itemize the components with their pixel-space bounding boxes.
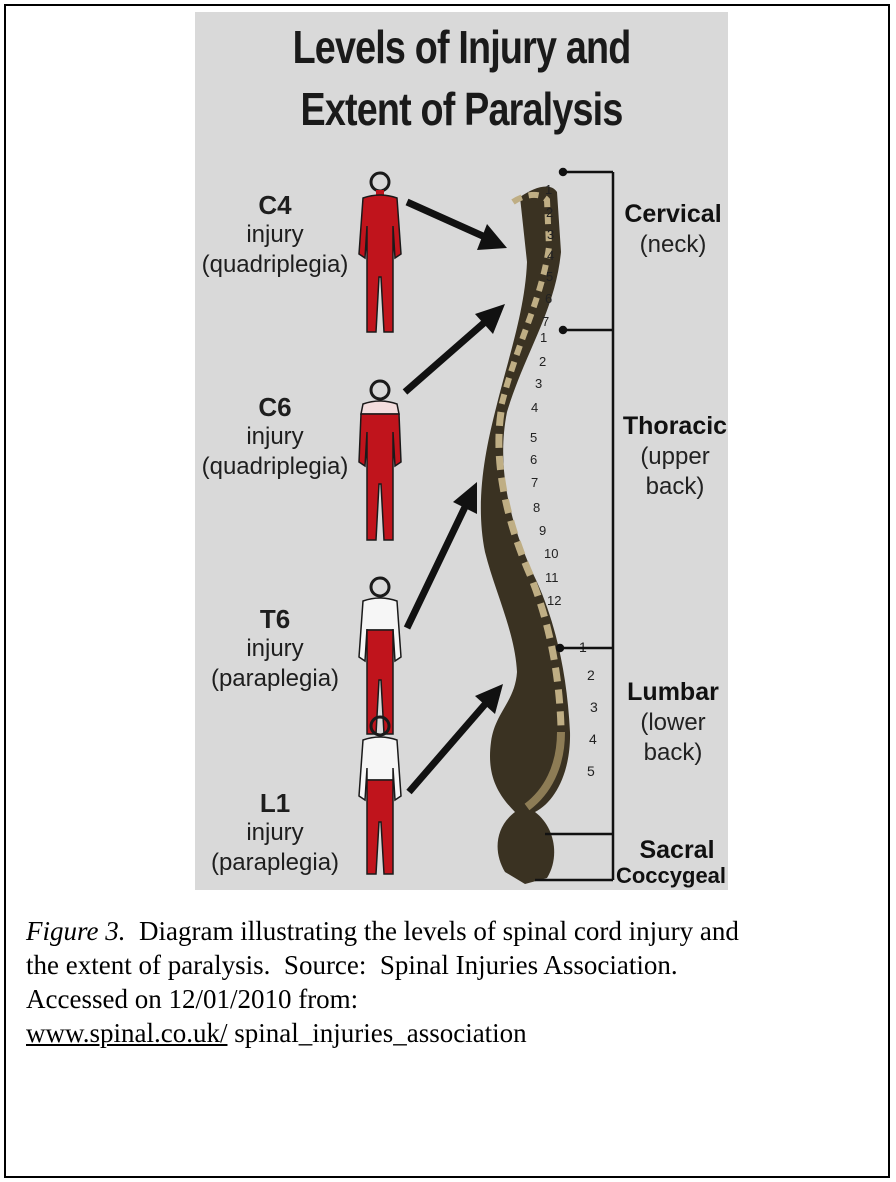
- injury-type: (paraplegia): [195, 848, 355, 878]
- c-num: 2: [546, 205, 553, 220]
- injury-word: injury: [195, 422, 355, 452]
- c-num: 5: [546, 269, 553, 284]
- region-sub-1: (upper: [619, 442, 728, 472]
- injury-type: (quadriplegia): [195, 452, 355, 482]
- figure-frame: Levels of Injury and Extent of Paralysis: [4, 4, 890, 1178]
- caption-line-2: the extent of paralysis. Source: Spinal …: [26, 948, 886, 982]
- diagram-panel: Levels of Injury and Extent of Paralysis: [195, 12, 728, 890]
- t-num: 11: [545, 570, 559, 585]
- arrow-c6: [405, 304, 505, 392]
- region-lumbar: Lumbar (lower back): [619, 676, 727, 768]
- l-num: 4: [589, 731, 597, 747]
- region-coccygeal: Coccygeal: [615, 860, 727, 890]
- region-name: Lumbar: [627, 678, 719, 706]
- c-num: 4: [547, 248, 554, 263]
- injury-level: C4: [195, 190, 355, 220]
- sacrum-shape: [498, 812, 555, 884]
- injury-label-t6: T6 injury (paraplegia): [195, 604, 355, 694]
- caption-line-1: Figure 3. Diagram illustrating the level…: [26, 914, 886, 948]
- injury-word: injury: [195, 818, 355, 848]
- region-name: Cervical: [624, 200, 721, 228]
- figure-label: Figure 3.: [26, 916, 125, 946]
- figure-caption: Figure 3. Diagram illustrating the level…: [26, 914, 886, 1050]
- injury-level: L1: [195, 788, 355, 818]
- region-sub: (neck): [619, 230, 727, 260]
- region-cervical: Cervical (neck): [619, 198, 727, 260]
- caption-text-after-link: spinal_injuries_association: [227, 1018, 526, 1048]
- t-num: 5: [530, 430, 537, 445]
- injury-level: T6: [195, 604, 355, 634]
- figure-c4: [359, 173, 401, 332]
- l-num: 2: [587, 667, 595, 683]
- caption-text-1: Diagram illustrating the levels of spina…: [125, 916, 738, 946]
- injury-word: injury: [195, 634, 355, 664]
- t-num: 6: [530, 452, 537, 467]
- figure-c6: [359, 381, 401, 540]
- t-num: 8: [533, 500, 540, 515]
- injury-level: C6: [195, 392, 355, 422]
- figure-t6: [359, 578, 401, 734]
- region-sub-2: back): [619, 472, 728, 502]
- c-num: 3: [547, 227, 554, 242]
- t-num: 10: [544, 546, 558, 561]
- region-sub-1: (lower: [619, 708, 727, 738]
- l-num: 3: [590, 699, 598, 715]
- thoracic-numbers: 1 2 3 4 5 6 7 8 9 10 11 12: [530, 330, 561, 608]
- caption-line-3: Accessed on 12/01/2010 from:: [26, 982, 886, 1016]
- region-sub-2: back): [619, 738, 727, 768]
- caption-line-4: www.spinal.co.uk/ spinal_injuries_associ…: [26, 1016, 886, 1050]
- figure-l1-drawn: [359, 717, 401, 874]
- t-num: 2: [539, 354, 546, 369]
- region-name: Thoracic: [623, 412, 727, 440]
- t-num: 9: [539, 523, 546, 538]
- injury-type: (paraplegia): [195, 664, 355, 694]
- t-num: 12: [547, 593, 561, 608]
- injury-label-c6: C6 injury (quadriplegia): [195, 392, 355, 482]
- lumbar-numbers: 1 2 3 4 5: [579, 639, 598, 779]
- t-num: 4: [531, 400, 538, 415]
- t-num: 1: [540, 330, 547, 345]
- arrow-t6: [407, 482, 477, 628]
- spinal-column: [481, 187, 570, 812]
- arrow-l1: [409, 684, 503, 792]
- c-num: 7: [542, 314, 549, 329]
- l-num: 5: [587, 763, 595, 779]
- source-link[interactable]: www.spinal.co.uk/: [26, 1018, 227, 1048]
- injury-type: (quadriplegia): [195, 250, 355, 280]
- injury-label-l1: L1injury(paraplegia): [195, 788, 355, 878]
- arrow-c4: [407, 202, 507, 250]
- c-num: 6: [545, 291, 552, 306]
- region-thoracic: Thoracic (upper back): [619, 410, 728, 502]
- t-num: 3: [535, 376, 542, 391]
- injury-label-c4: C4 injury (quadriplegia): [195, 190, 355, 280]
- c-num: 1: [545, 182, 552, 197]
- t-num: 7: [531, 475, 538, 490]
- injury-word: injury: [195, 220, 355, 250]
